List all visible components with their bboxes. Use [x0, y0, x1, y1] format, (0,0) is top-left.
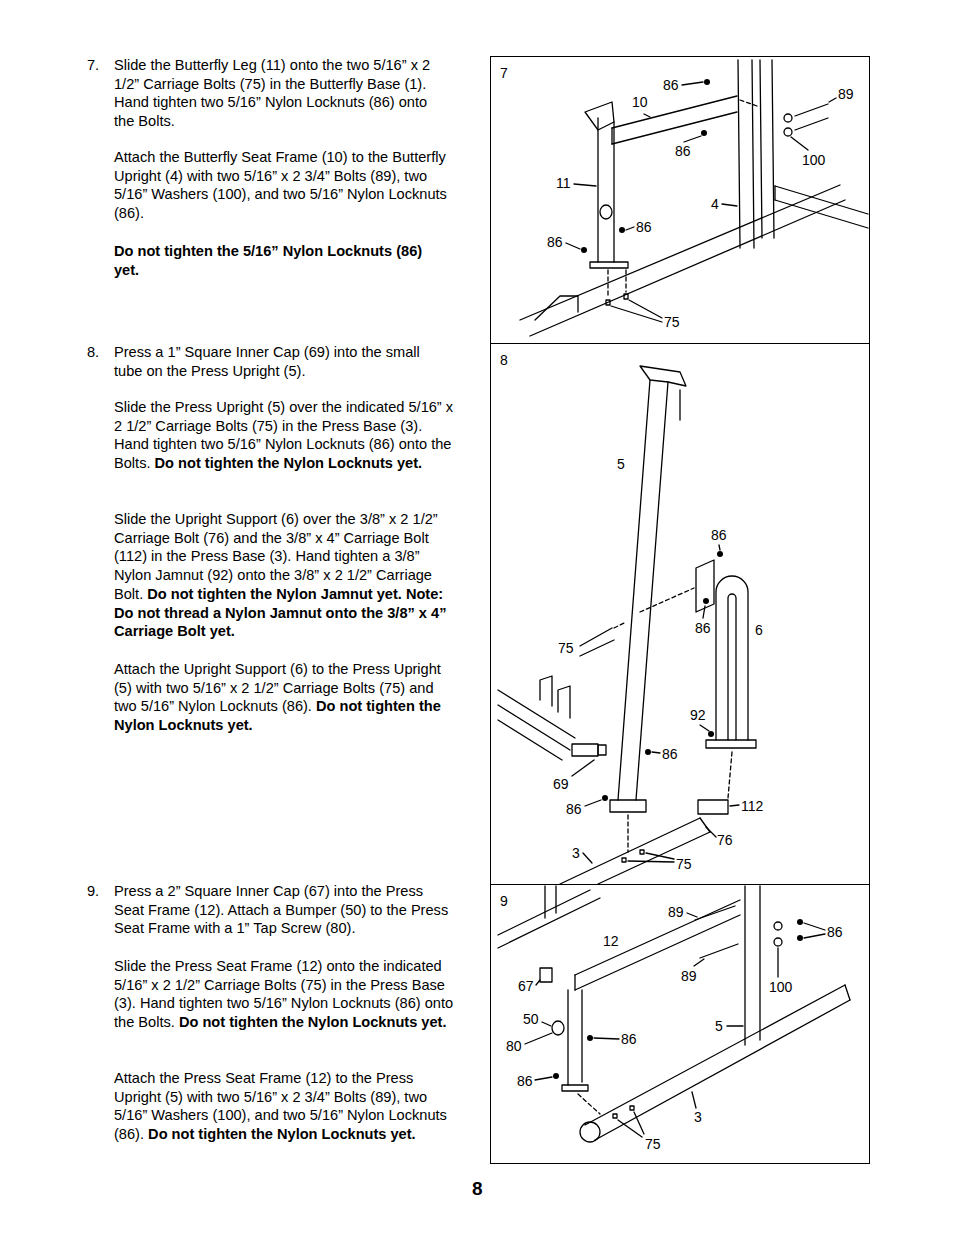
callout-number: 76: [717, 832, 733, 848]
callout-number: 112: [741, 798, 763, 814]
callout-number: 86: [695, 620, 711, 636]
callout-number: 75: [664, 314, 680, 330]
callout-number: 12: [603, 933, 619, 949]
instruction-paragraph: Do not tighten the 5/16” Nylon Locknuts …: [114, 242, 450, 279]
instruction-text: Press a 1” Square Inner Cap (69) into th…: [114, 344, 420, 379]
callout-number: 75: [558, 640, 574, 656]
step-panel: 7: [490, 56, 870, 344]
callout-number: 3: [694, 1109, 702, 1125]
instruction-paragraph: Attach the Press Seat Frame (12) to the …: [114, 1069, 454, 1144]
callout-number: 89: [838, 86, 854, 102]
callout-number: 3: [572, 845, 580, 861]
callout-number: 86: [663, 77, 679, 93]
warning-text: Do not tighten the Nylon Locknuts yet.: [148, 1126, 416, 1142]
callout-number: 6: [755, 622, 763, 638]
callout-number: 86: [675, 143, 691, 159]
step-number: 8: [500, 352, 508, 368]
instruction-text: 9.: [87, 883, 99, 899]
step-number: 9: [500, 893, 508, 909]
callout-number: 86: [636, 219, 652, 235]
instruction-text: Press a 2” Square Inner Cap (67) into th…: [114, 883, 448, 936]
callout-number: 89: [681, 968, 697, 984]
callout-number: 11: [556, 175, 571, 191]
callout-number: 5: [617, 456, 625, 472]
callout-number: 86: [517, 1073, 533, 1089]
instruction-paragraph: Attach the Butterfly Seat Frame (10) to …: [114, 148, 450, 223]
callout-number: 67: [518, 978, 534, 994]
instruction-paragraph: Slide the Press Upright (5) over the ind…: [114, 398, 454, 473]
callout-number: 86: [662, 746, 678, 762]
instruction-paragraph: 9.: [87, 882, 113, 901]
warning-text: Do not tighten the Nylon Jamnut yet. Not…: [114, 586, 446, 639]
instruction-text: 8.: [87, 344, 99, 360]
instruction-text: Slide the Butterfly Leg (11) onto the tw…: [114, 57, 430, 129]
callout-number: 86: [827, 924, 843, 940]
instruction-paragraph: 7.: [87, 56, 113, 75]
step-panel: 9: [490, 884, 870, 1164]
instruction-text: 7.: [87, 57, 99, 73]
callout-number: 80: [506, 1038, 522, 1054]
callout-number: 75: [645, 1136, 661, 1152]
warning-text: Do not tighten the Nylon Locknuts yet.: [179, 1014, 447, 1030]
callout-number: 86: [711, 527, 727, 543]
warning-text: Do not tighten the 5/16” Nylon Locknuts …: [114, 243, 422, 278]
callout-number: 69: [553, 776, 569, 792]
instruction-paragraph: Slide the Butterfly Leg (11) onto the tw…: [114, 56, 450, 131]
instruction-paragraph: Slide the Upright Support (6) over the 3…: [114, 510, 450, 641]
callout-number: 100: [769, 979, 792, 995]
callout-number: 86: [547, 234, 563, 250]
instruction-paragraph: Attach the Upright Support (6) to the Pr…: [114, 660, 454, 735]
callout-number: 89: [668, 904, 684, 920]
callout-number: 100: [802, 152, 825, 168]
callout-number: 50: [523, 1011, 539, 1027]
step-panel: 8: [490, 343, 870, 885]
warning-text: Do not tighten the Nylon Locknuts yet.: [155, 455, 423, 471]
instruction-paragraph: 8.: [87, 343, 113, 362]
instruction-paragraph: Press a 2” Square Inner Cap (67) into th…: [114, 882, 454, 938]
callout-number: 86: [566, 801, 582, 817]
instruction-paragraph: Slide the Press Seat Frame (12) onto the…: [114, 957, 456, 1032]
callout-number: 86: [621, 1031, 637, 1047]
callout-number: 75: [676, 856, 692, 872]
callout-number: 10: [632, 94, 648, 110]
page-number: 8: [472, 1178, 483, 1200]
instruction-paragraph: Press a 1” Square Inner Cap (69) into th…: [114, 343, 450, 380]
callout-number: 5: [715, 1018, 723, 1034]
callout-number: 4: [711, 196, 719, 212]
step-number: 7: [500, 65, 508, 81]
callout-number: 92: [690, 707, 706, 723]
instruction-text: Attach the Butterfly Seat Frame (10) to …: [114, 149, 447, 221]
